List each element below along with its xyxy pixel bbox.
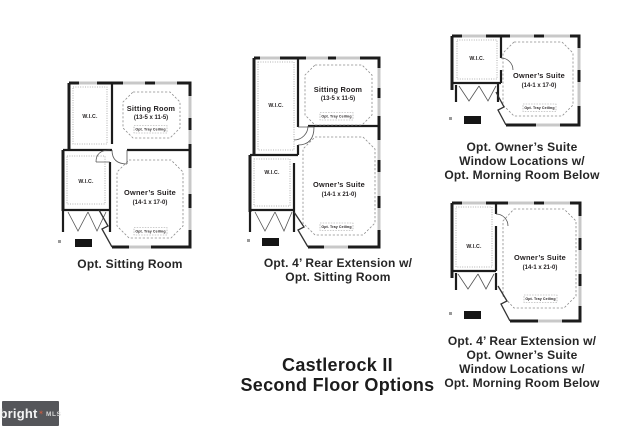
window-segments [260,56,381,249]
floor-plan-rear-extension-sitting-room: W.I.C. Sitting Room (13-5 x 11-5) Opt. T… [246,50,391,265]
plan-caption-owners-suite-windows: Opt. Owner’s Suite Window Locations w/ O… [422,140,622,182]
tray-ceiling-note: Opt. Tray Ceiling [321,225,351,229]
marker [449,312,452,315]
watermark-brand: bright [0,406,38,421]
star-icon: ✶ [38,410,44,417]
entry-break [98,209,113,248]
floor-plan-opt-sitting-room: W.I.C. Sitting Room (13-5 x 11-5) Opt. T… [55,70,200,260]
interior-walls [61,83,190,232]
closet-shelf-dashes [253,61,295,207]
marker [449,117,452,120]
closet-shelf-dashes [456,39,498,80]
room-label-wic-upper: W.I.C. [82,114,98,120]
tray-ceiling-note: Opt. Tray Ceiling [135,128,165,132]
room-dims-sitting: (13-5 x 11-5) [321,96,355,102]
note-box [133,125,168,134]
caption-line: Window Locations w/ [459,362,585,376]
caption-line: Opt. Sitting Room [285,270,391,284]
tray-ceiling-note: Opt. Tray Ceiling [135,230,165,234]
door-swings [458,57,514,102]
entry-break [497,285,511,322]
floor-plan-drawing: W.I.C. Owner’s Suite (14-1 x 21-0) Opt. … [449,201,582,323]
caption-line: Opt. Morning Room Below [444,168,600,182]
tray-ceiling-note: Opt. Tray Ceiling [524,106,554,110]
caption-line: Opt. Sitting Room [77,257,183,271]
tray-ceiling-outline [302,64,376,236]
room-dims-owner: (14-1 x 21-0) [523,265,558,271]
tray-ceiling-note: Opt. Tray Ceiling [321,115,351,119]
sheet-title: Castlerock II Second Floor Options [225,355,450,395]
note-box [523,294,558,303]
fireplace [262,238,279,246]
room-label-wic-lower: W.I.C. [264,170,280,176]
fireplace [75,239,92,247]
room-label-sitting: Sitting Room [127,104,176,113]
room-dims-owner: (14-1 x 21-0) [322,192,357,198]
floor-plan-drawing: W.I.C. Sitting Room (13-5 x 11-5) Opt. T… [247,56,381,249]
interior-walls [452,203,498,290]
door-swings [67,149,128,232]
room-dims-owner: (14-1 x 17-0) [522,83,557,89]
caption-line: Opt. 4’ Rear Extension w/ [263,256,413,270]
note-box [133,227,168,236]
room-label-owner: Owner’s Suite [313,180,365,189]
window-segments [462,34,581,127]
sheet-title-line2: Second Floor Options [240,374,435,395]
window-segments [462,201,582,323]
closet-shelf-dashes [66,86,108,205]
outer-walls [450,34,581,127]
marker [58,240,61,243]
watermark-mls: MLS [45,411,62,419]
tray-ceiling-outline [502,41,574,117]
plan-caption-rear-extension-owners-suite-windows: Opt. 4’ Rear Extension w/ Opt. Owner’s S… [422,334,622,390]
window-segments [79,81,192,249]
room-dims-owner: (14-1 x 17-0) [133,200,168,206]
marker [247,239,250,242]
note-box [319,222,354,231]
door-swings [457,213,509,290]
room-label-owner: Owner’s Suite [124,188,176,197]
room-label-owner: Owner’s Suite [513,71,565,80]
note-box [522,103,557,112]
plan-caption-opt-sitting-room: Opt. Sitting Room [50,257,210,271]
caption-line: Window Locations w/ [459,154,585,168]
plan-caption-rear-extension-sitting-room: Opt. 4’ Rear Extension w/ Opt. Sitting R… [238,256,438,284]
entry-break [293,211,309,248]
caption-line: Opt. Owner’s Suite [466,348,578,362]
room-label-wic: W.I.C. [466,244,482,250]
room-label-wic-upper: W.I.C. [268,103,284,109]
fireplace [464,311,481,319]
caption-line: Opt. Morning Room Below [444,376,600,390]
outer-walls [450,201,582,323]
fireplace [464,116,481,124]
room-label-wic: W.I.C. [469,56,485,62]
entry-break [495,91,507,126]
room-label-wic-lower: W.I.C. [78,179,94,185]
sheet-title-line1: Castlerock II [282,355,393,375]
note-box [319,112,354,121]
tray-ceiling-outline [116,91,184,239]
floor-plan-owners-suite-windows: W.I.C. Owner’s Suite (14-1 x 17-0) Opt. … [446,28,586,140]
caption-line: Opt. 4’ Rear Extension w/ [447,334,597,348]
interior-walls [450,36,503,102]
tray-ceiling-note: Opt. Tray Ceiling [525,297,555,301]
door-swings [254,125,315,232]
floor-plan-rear-extension-owners-suite-windows: W.I.C. Owner’s Suite (14-1 x 21-0) Opt. … [446,194,588,328]
floor-plan-drawing: W.I.C. Sitting Room (13-5 x 11-5) Opt. T… [58,81,192,249]
bright-mls-watermark: bright ✶ MLS [0,401,62,426]
room-label-sitting: Sitting Room [314,85,363,94]
interior-walls [248,58,379,232]
closet-shelf-dashes [455,206,493,268]
room-label-owner: Owner’s Suite [514,253,566,262]
room-dims-sitting: (13-5 x 11-5) [134,115,168,121]
floor-plan-drawing: W.I.C. Owner’s Suite (14-1 x 17-0) Opt. … [449,34,581,127]
caption-line: Opt. Owner’s Suite [466,140,578,154]
